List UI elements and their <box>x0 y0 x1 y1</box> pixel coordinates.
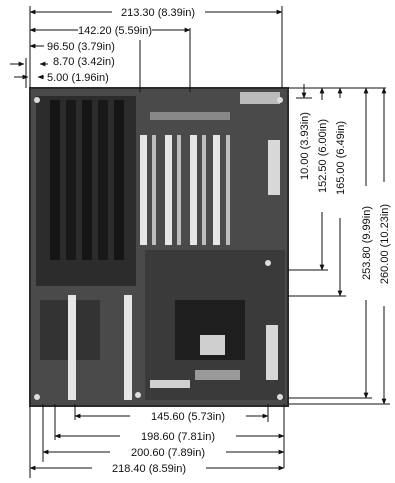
dim-bottom-145: 145.60 (5.73in) <box>151 411 225 423</box>
dim-bottom-218: 218.40 (8.59in) <box>112 463 186 475</box>
dim-top-142: 142.20 (5.59in) <box>78 25 152 37</box>
dim-top-213: 213.30 (8.39in) <box>121 7 195 19</box>
dim-top-8: 8.70 (3.42in) <box>53 56 115 68</box>
dim-top-5: 5.00 (1.96in) <box>47 72 109 84</box>
motherboard-image <box>29 87 289 407</box>
bottom-dimensions: 145.60 (5.73in) 198.60 (7.81in) 200.60 (… <box>29 404 285 478</box>
dim-right-10: 10.00 (3.93in) <box>299 112 311 180</box>
top-dimensions: 213.30 (8.39in) 142.20 (5.59in) 96.50 (3… <box>10 6 283 92</box>
dim-right-165: 165.00 (6.49in) <box>335 121 347 195</box>
dim-right-152: 152.50 (6.00in) <box>317 119 329 193</box>
dim-bottom-198: 198.60 (7.81in) <box>141 431 215 443</box>
dim-right-253: 253.80 (9.99in) <box>361 206 373 280</box>
dim-right-260: 260.00 (10.23in) <box>379 204 391 284</box>
dim-top-96: 96.50 (3.79in) <box>47 41 115 53</box>
right-dimensions: 10.00 (3.93in) 152.50 (6.00in) 165.00 (6… <box>288 84 391 405</box>
dim-bottom-200: 200.60 (7.89in) <box>131 447 205 459</box>
